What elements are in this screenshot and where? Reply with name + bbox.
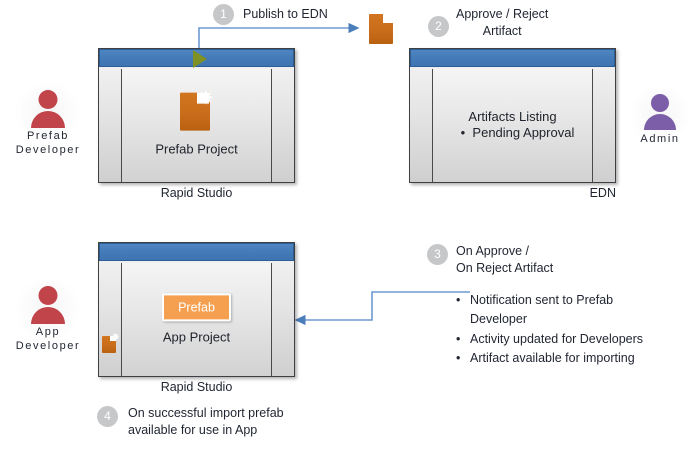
artifact-icon-notch (110, 336, 116, 341)
actor-label-line1: Prefab (26, 130, 70, 142)
person-icon-head (651, 94, 669, 112)
person-icon-body (31, 307, 65, 324)
outcome-bullet-item: Artifact available for importing (456, 349, 694, 369)
step-badge-1: 1 (213, 4, 234, 25)
caption-rapid-studio-bottom: Rapid Studio (160, 380, 233, 394)
person-icon-head (38, 90, 58, 109)
window-left-pane (410, 69, 433, 182)
project-label: App Project (162, 329, 231, 345)
artifacts-listing-item: Pending Approval (433, 126, 592, 143)
actor-label-line1: App (35, 326, 61, 338)
artifacts-listing-title: Artifacts Listing (468, 108, 557, 124)
window-body: ✵ Prefab Project (99, 69, 294, 182)
window-prefab-project[interactable]: ✵ Prefab Project (98, 48, 295, 183)
window-right-pane (271, 263, 294, 376)
artifact-icon-burst: ✵ (385, 9, 398, 26)
person-icon-body (31, 111, 65, 128)
window-titlebar (99, 243, 294, 261)
window-center-pane: ✵ Prefab Project (122, 69, 271, 182)
step-badge-3: 3 (427, 244, 448, 265)
step-text-1: Publish to EDN (243, 7, 328, 21)
window-right-pane (592, 69, 615, 182)
project-content: Prefab App Project (122, 292, 271, 346)
step-text-4: On successful import prefab available fo… (128, 406, 284, 437)
window-body: ✵ Prefab App Project (99, 263, 294, 376)
window-center-pane: Prefab App Project (122, 263, 271, 376)
actor-label-line1: Admin (640, 133, 680, 145)
window-edn[interactable]: Artifacts Listing Pending Approval (409, 48, 616, 183)
imported-artifact-icon[interactable]: ✵ (102, 332, 120, 354)
step-badge-2: 2 (428, 16, 449, 37)
window-left-pane (99, 69, 122, 182)
artifact-icon-notch (196, 92, 209, 104)
window-right-pane (271, 69, 294, 182)
step-badge-4: 4 (97, 406, 118, 427)
wire-approve-to-app-project (294, 291, 470, 326)
publish-play-icon[interactable] (193, 50, 207, 68)
window-titlebar (410, 49, 615, 67)
artifact-icon-burst: ✵ (111, 332, 120, 342)
project-label: Prefab Project (155, 142, 238, 157)
artifact-icon-burst: ✵ (198, 88, 214, 108)
actor-admin: Admin (628, 86, 692, 160)
person-icon-body (644, 114, 676, 130)
window-body: Artifacts Listing Pending Approval (410, 69, 615, 182)
project-content: ✵ Prefab Project (122, 88, 271, 159)
artifact-icon-notch (383, 14, 393, 23)
prefab-chip[interactable]: Prefab (162, 292, 231, 322)
caption-rapid-studio-top: Rapid Studio (160, 186, 233, 200)
window-center-pane: Artifacts Listing Pending Approval (433, 69, 592, 182)
artifact-icon: ✵ (179, 88, 214, 132)
outcome-bullet-list: Notification sent to Prefab Developer Ac… (456, 291, 694, 369)
outcome-bullet-item: Notification sent to Prefab Developer (456, 291, 694, 330)
caption-edn: EDN (589, 186, 616, 200)
window-left-pane: ✵ (99, 263, 122, 376)
outcome-bullet-item: Activity updated for Developers (456, 330, 694, 350)
person-icon-head (38, 286, 58, 305)
window-app-project[interactable]: ✵ Prefab App Project (98, 242, 295, 377)
published-artifact-icon: ✵ (369, 10, 398, 46)
step-text-2: Approve / Reject Artifact (456, 7, 549, 38)
artifacts-listing: Artifacts Listing Pending Approval (433, 109, 592, 143)
actor-label-line2: Developer (15, 143, 81, 156)
actor-label-line2: Developer (15, 339, 81, 352)
actor-label: Admin (640, 133, 679, 147)
step-text-3: On Approve / On Reject Artifact (456, 244, 554, 275)
